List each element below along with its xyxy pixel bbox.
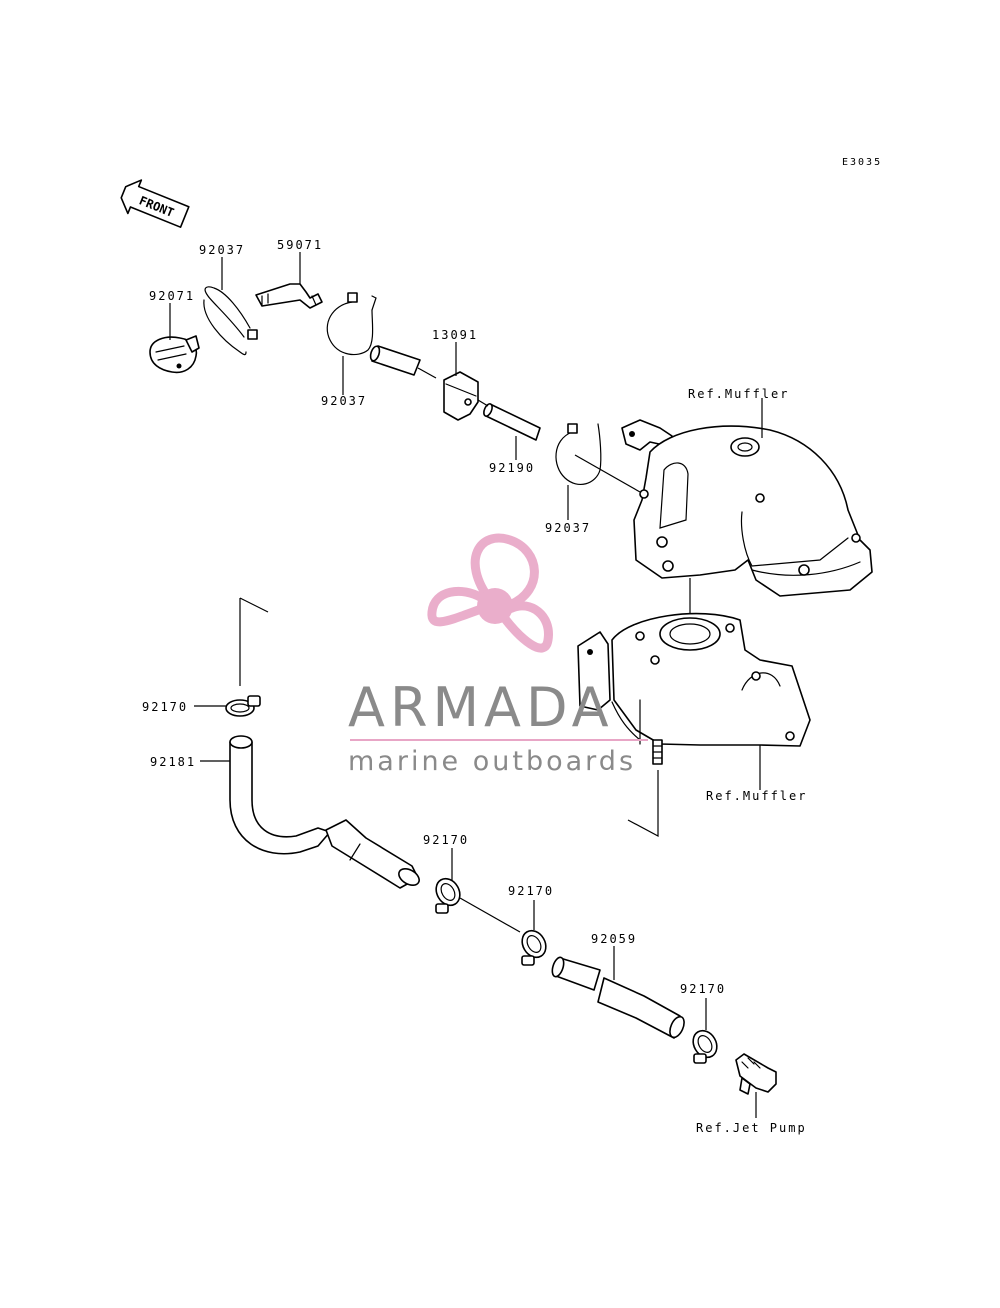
part-92059-hose bbox=[551, 956, 685, 1039]
part-92181-hose bbox=[229, 735, 420, 889]
part-label-92037-c: 92037 bbox=[545, 521, 591, 535]
part-label-92037-b: 92037 bbox=[321, 394, 367, 408]
ref-label-muffler-bottom: Ref.Muffler bbox=[706, 789, 807, 803]
ref-label-muffler-top: Ref.Muffler bbox=[688, 387, 789, 401]
part-label-59071: 59071 bbox=[277, 238, 323, 252]
watermark-tagline: marine outboards bbox=[348, 746, 636, 777]
propeller-logo-icon bbox=[427, 533, 553, 653]
part-92071-plug bbox=[149, 335, 200, 374]
part-label-92170-c: 92170 bbox=[508, 884, 554, 898]
part-label-92059: 92059 bbox=[591, 932, 637, 946]
part-label-13091: 13091 bbox=[432, 328, 478, 342]
part-92170-hose-clamp-c bbox=[521, 929, 547, 966]
ref-label-jet-pump: Ref.Jet Pump bbox=[696, 1121, 807, 1135]
part-92170-hose-clamp-a bbox=[225, 695, 261, 717]
part-label-92170-b: 92170 bbox=[423, 833, 469, 847]
part-label-92181: 92181 bbox=[150, 755, 196, 769]
part-92190-pipe bbox=[483, 403, 541, 441]
part-13091-connector-block bbox=[443, 371, 479, 421]
part-label-92071: 92071 bbox=[149, 289, 195, 303]
diagram-code: E3035 bbox=[842, 157, 882, 168]
muffler-lower-housing bbox=[577, 612, 811, 765]
part-92170-hose-clamp-d bbox=[692, 1029, 718, 1064]
jet-pump-fitting bbox=[735, 1053, 777, 1095]
part-92037-band-clamp-b bbox=[326, 292, 377, 356]
part-92037-band-clamp-c bbox=[555, 423, 602, 486]
watermark-brand: ARMADA bbox=[348, 676, 614, 739]
part-label-92170-d: 92170 bbox=[680, 982, 726, 996]
part-92170-hose-clamp-b bbox=[435, 877, 461, 914]
part-label-92037-a: 92037 bbox=[199, 243, 245, 257]
part-59071-elbow-fitting bbox=[255, 283, 323, 309]
part-92037-band-clamp-a bbox=[203, 286, 258, 356]
muffler-upper-housing bbox=[621, 419, 873, 597]
part-tube-upper bbox=[369, 345, 421, 376]
part-label-92170-a: 92170 bbox=[142, 700, 188, 714]
front-arrow-icon: FRONT bbox=[120, 179, 190, 228]
part-label-92190: 92190 bbox=[489, 461, 535, 475]
